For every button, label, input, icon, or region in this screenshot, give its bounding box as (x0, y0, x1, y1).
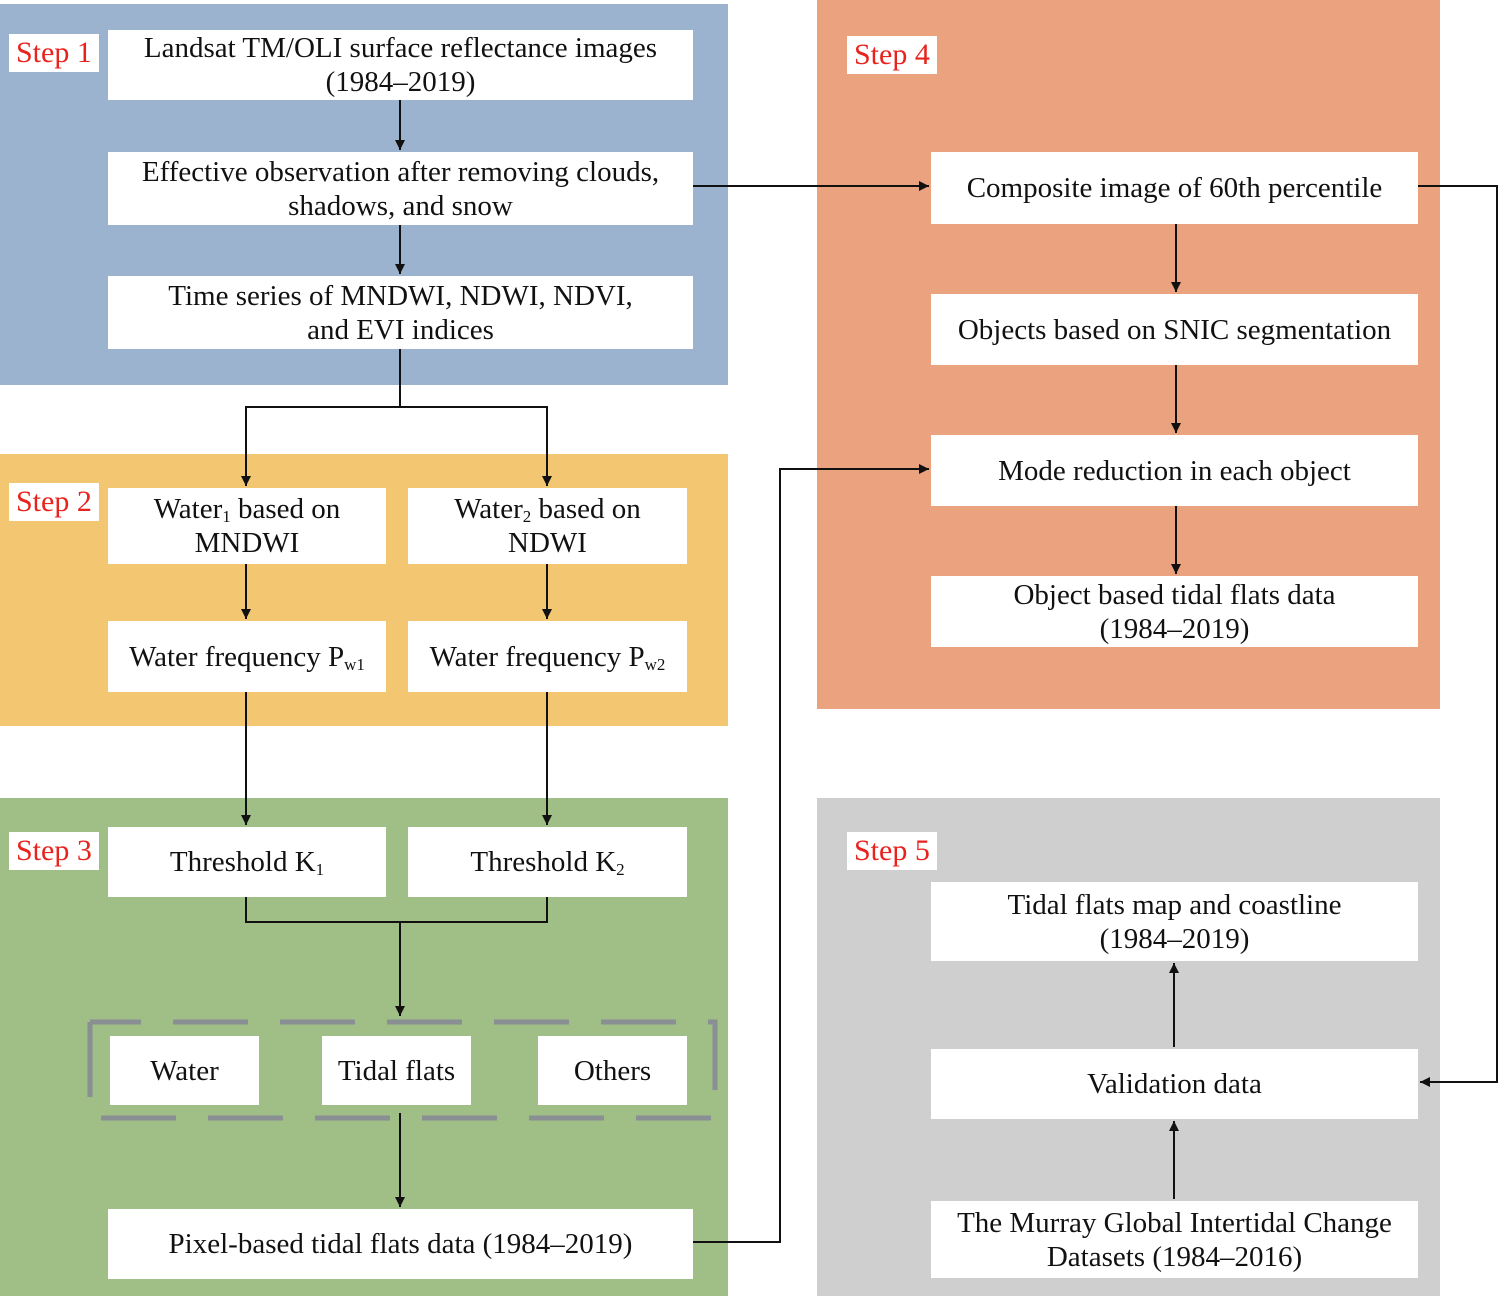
mode-reduction-box: Mode reduction in each object (931, 435, 1418, 506)
threshold1-subscript: 1 (315, 860, 325, 879)
timeseries-line1: Time series of MNDWI, NDWI, NDVI, (168, 279, 633, 312)
arrow-timeseries-to-water2 (400, 406, 552, 486)
threshold2-text: Threshold K2 (470, 846, 625, 879)
threshold1-text: Threshold K1 (169, 846, 325, 879)
validation-text: Validation data (1087, 1068, 1262, 1100)
threshold2-box: Threshold K2 (408, 827, 687, 897)
snic-objects-text: Objects based on SNIC segmentation (957, 313, 1392, 346)
class-others-box: Others (538, 1036, 687, 1105)
arrow-pixel-to-mode (693, 464, 929, 1243)
freq1-text: Water frequency Pw1 (129, 640, 365, 674)
timeseries-line2: and EVI indices (307, 313, 494, 346)
step5-label: Step 5 (847, 832, 937, 870)
objdata-line2: (1984–2019) (1099, 612, 1250, 645)
effective-observation-box: Effective observation after removing clo… (108, 152, 693, 225)
composite-image-box: Composite image of 60th percentile (931, 152, 1418, 224)
water-frequency1-box: Water frequency Pw1 (108, 621, 386, 692)
water1-subscript: 1 (222, 507, 231, 526)
murray-line1: The Murray Global Intertidal Change (957, 1206, 1392, 1239)
water2-line2: NDWI (508, 527, 587, 559)
freq1-subscript: w1 (344, 654, 365, 674)
threshold1-box: Threshold K1 (108, 827, 386, 897)
class-others-label: Others (573, 1054, 652, 1087)
murray-dataset-box: The Murray Global Intertidal Change Data… (931, 1201, 1418, 1278)
time-series-box: Time series of MNDWI, NDWI, NDVI, and EV… (108, 276, 693, 349)
class-water-box: Water (110, 1036, 259, 1105)
water2-box: Water2 based on NDWI (408, 488, 687, 564)
murray-line2: Datasets (1984–2016) (1046, 1240, 1303, 1273)
water1-line1: Water1 based on (153, 493, 341, 526)
effective-line2: shadows, and snow (288, 189, 513, 222)
water2-line1: Water2 based on (454, 493, 641, 526)
snic-objects-box: Objects based on SNIC segmentation (931, 294, 1418, 365)
pixel-based-data-box: Pixel-based tidal flats data (1984–2019) (108, 1209, 693, 1279)
water2-subscript: 2 (522, 507, 532, 526)
water-frequency2-box: Water frequency Pw2 (408, 621, 687, 692)
effective-line1: Effective observation after removing clo… (141, 155, 660, 188)
class-tidal-flats-label: Tidal flats (337, 1054, 456, 1087)
arrow-timeseries-to-water1 (241, 349, 401, 486)
landsat-line2: (1984–2019) (325, 66, 476, 98)
threshold2-subscript: 2 (616, 860, 625, 879)
water1-box: Water1 based on MNDWI (108, 488, 386, 564)
threshold-merge-line (245, 897, 548, 923)
map-line1: Tidal flats map and coastline (1007, 888, 1342, 921)
tidal-flats-map-box: Tidal flats map and coastline (1984–2019… (931, 882, 1418, 961)
arrow-composite-to-validation (1418, 185, 1498, 1087)
step2-label: Step 2 (9, 483, 99, 521)
water1-line2: MNDWI (194, 527, 300, 559)
landsat-images-box: Landsat TM/OLI surface reflectance image… (108, 30, 693, 100)
map-line2: (1984–2019) (1099, 922, 1250, 955)
step3-label: Step 3 (9, 832, 99, 870)
freq2-subscript: w2 (644, 654, 666, 674)
mode-reduction-text: Mode reduction in each object (998, 454, 1351, 487)
class-water-label: Water (150, 1054, 219, 1087)
classes-dashed-frame (87, 1019, 718, 1121)
freq2-text: Water frequency Pw2 (429, 640, 666, 674)
landsat-line1: Landsat TM/OLI surface reflectance image… (143, 32, 658, 64)
pixel-based-text: Pixel-based tidal flats data (1984–2019) (168, 1228, 633, 1260)
objdata-line1: Object based tidal flats data (1013, 578, 1336, 611)
composite-text: Composite image of 60th percentile (966, 172, 1383, 204)
step1-label: Step 1 (9, 34, 99, 72)
object-based-data-box: Object based tidal flats data (1984–2019… (931, 576, 1418, 647)
step4-label: Step 4 (847, 36, 937, 74)
class-tidal-flats-box: Tidal flats (322, 1036, 471, 1105)
validation-data-box: Validation data (931, 1049, 1418, 1119)
